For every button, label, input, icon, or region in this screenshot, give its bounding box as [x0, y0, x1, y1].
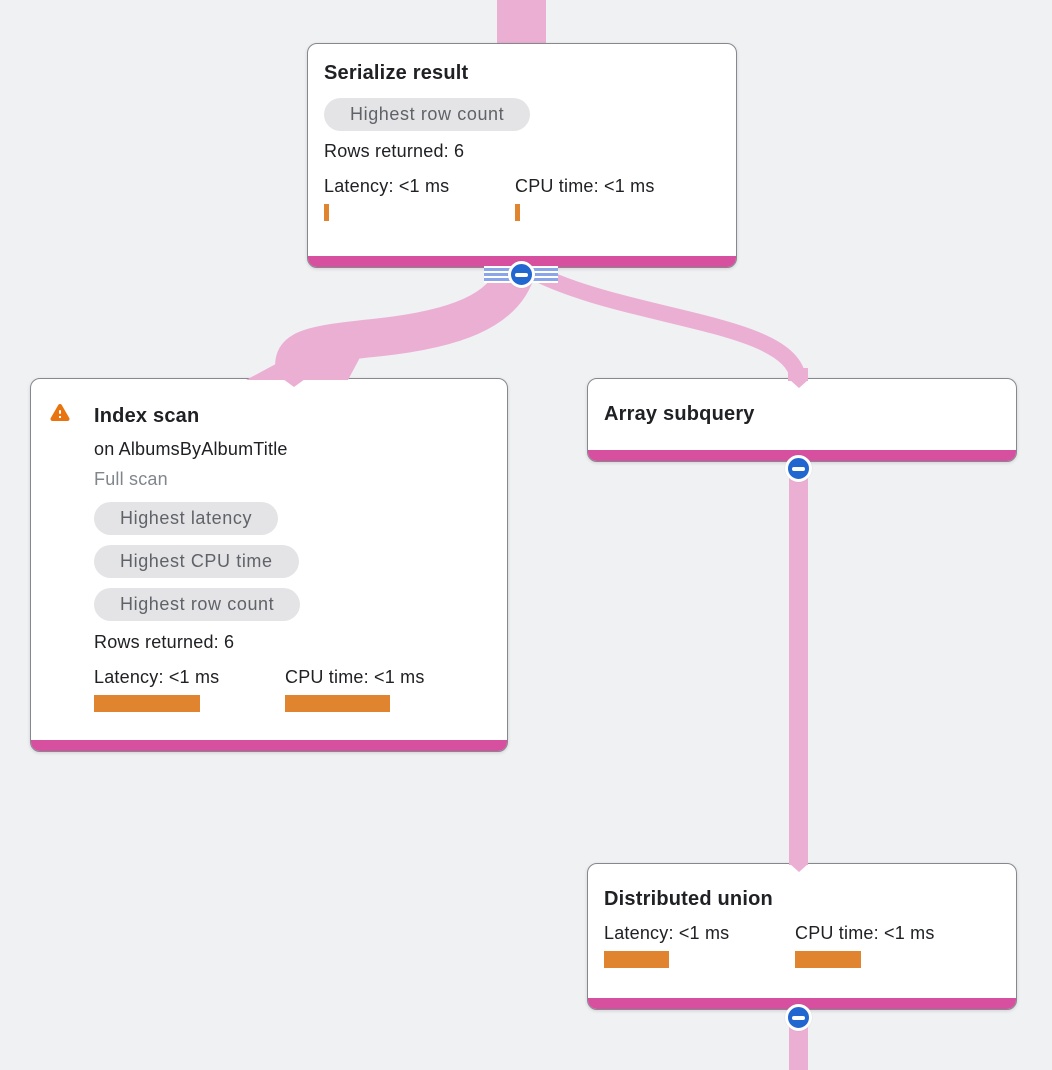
- latency-label: Latency: <1 ms: [94, 667, 220, 687]
- metrics: Latency: <1 ms CPU time: <1 ms: [604, 922, 1000, 968]
- rows-returned: Rows returned: 6: [324, 141, 465, 161]
- rows-returned: Rows returned: 6: [94, 632, 235, 652]
- edge-parent-to-serialize: [497, 0, 546, 45]
- metrics: Latency: <1 ms CPU time: <1 ms: [94, 666, 491, 712]
- collapse-button-array-subquery[interactable]: [785, 455, 812, 482]
- cpu-time-label: CPU time: <1 ms: [515, 176, 655, 196]
- minus-icon: [792, 466, 805, 471]
- node-title: Array subquery: [604, 403, 755, 425]
- badge-list: Highest latency Highest CPU time Highest…: [94, 502, 491, 621]
- node-bottom-bar: [588, 998, 1016, 1009]
- node-index-scan[interactable]: Index scan on AlbumsByAlbumTitle Full sc…: [30, 378, 508, 752]
- cpu-time-metric: CPU time: <1 ms: [795, 922, 970, 968]
- edge-serialize-to-array-subquery: [522, 260, 806, 381]
- latency-bar: [604, 951, 669, 968]
- badge-highest-row-count: Highest row count: [324, 98, 531, 131]
- minus-icon: [515, 272, 528, 277]
- index-target: on AlbumsByAlbumTitle: [94, 439, 288, 459]
- node-title: Serialize result: [324, 62, 469, 84]
- cpu-time-label: CPU time: <1 ms: [285, 667, 425, 687]
- cpu-time-label: CPU time: <1 ms: [795, 923, 935, 943]
- collapse-button-serialize-result[interactable]: [508, 261, 535, 288]
- latency-metric: Latency: <1 ms: [324, 175, 499, 221]
- cpu-time-bar: [515, 204, 520, 221]
- metrics: Latency: <1 ms CPU time: <1 ms: [324, 175, 720, 221]
- scan-type: Full scan: [94, 469, 168, 489]
- latency-bar: [324, 204, 329, 221]
- node-serialize-result[interactable]: Serialize result Highest row count Rows …: [307, 43, 737, 268]
- node-distributed-union[interactable]: Distributed union Latency: <1 ms CPU tim…: [587, 863, 1017, 1010]
- cpu-time-bar: [795, 951, 861, 968]
- badge-highest-row-count: Highest row count: [94, 588, 301, 621]
- latency-bar: [94, 695, 200, 712]
- minus-icon: [792, 1015, 805, 1020]
- cpu-time-metric: CPU time: <1 ms: [285, 666, 460, 712]
- latency-metric: Latency: <1 ms: [604, 922, 779, 968]
- latency-label: Latency: <1 ms: [604, 923, 730, 943]
- node-title: Distributed union: [604, 888, 773, 910]
- badge-highest-cpu-time: Highest CPU time: [94, 545, 299, 578]
- node-title: Index scan: [94, 405, 200, 427]
- warning-icon: [48, 400, 72, 424]
- edge-array-subquery-to-distributed-union: [789, 458, 808, 864]
- node-array-subquery[interactable]: Array subquery: [587, 378, 1017, 462]
- badge-highest-latency: Highest latency: [94, 502, 279, 535]
- edge-serialize-to-index-scan: [275, 262, 536, 383]
- collapse-button-distributed-union[interactable]: [785, 1004, 812, 1031]
- latency-label: Latency: <1 ms: [324, 176, 450, 196]
- latency-metric: Latency: <1 ms: [94, 666, 269, 712]
- cpu-time-bar: [285, 695, 390, 712]
- node-bottom-bar: [31, 740, 507, 751]
- cpu-time-metric: CPU time: <1 ms: [515, 175, 690, 221]
